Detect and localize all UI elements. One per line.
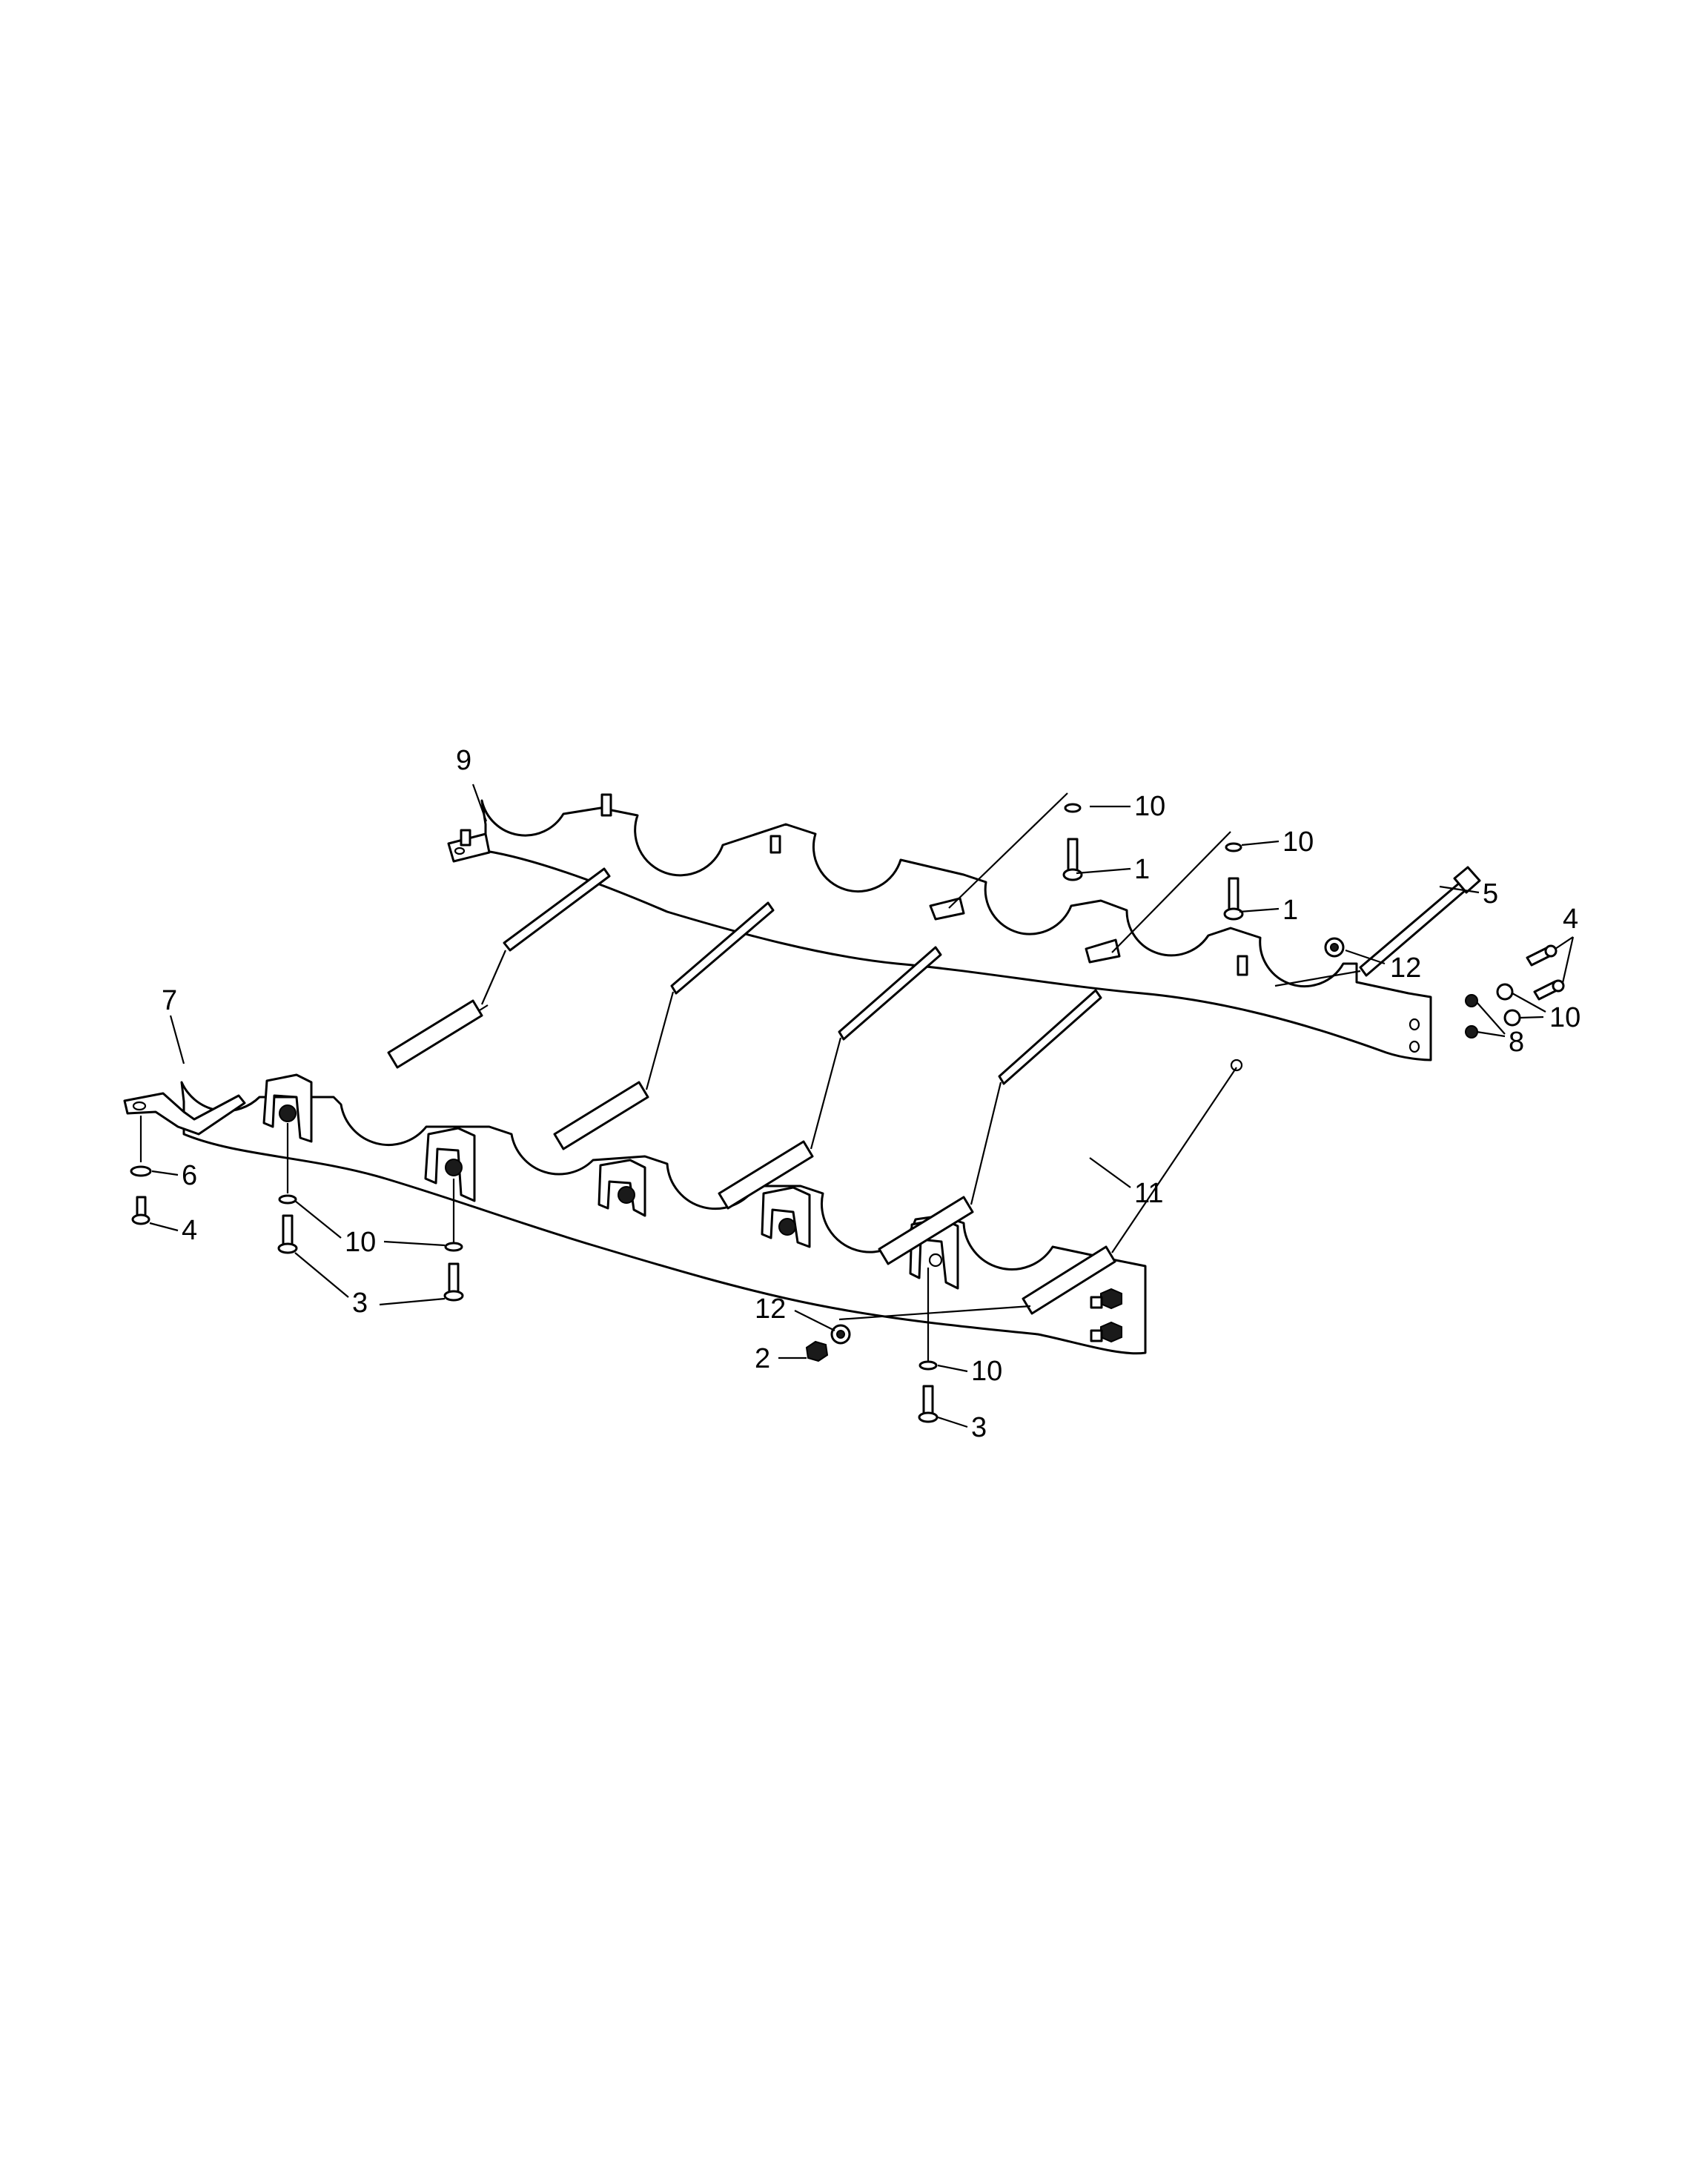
callout-10: 10 bbox=[971, 1356, 1002, 1387]
callout-7: 7 bbox=[162, 985, 177, 1016]
callout-2: 2 bbox=[755, 1343, 770, 1374]
lower-bolt bbox=[918, 1268, 939, 1423]
washer bbox=[1324, 937, 1345, 958]
callout-3: 3 bbox=[352, 1288, 368, 1319]
lower-bolt bbox=[443, 1179, 464, 1302]
lower-bolt bbox=[277, 1123, 298, 1254]
u-bracket bbox=[262, 1073, 313, 1143]
callout-11: 11 bbox=[1134, 1178, 1163, 1209]
callout-10: 10 bbox=[1134, 791, 1165, 822]
callout-6: 6 bbox=[182, 1160, 197, 1191]
nut bbox=[805, 1340, 829, 1362]
callout-9: 9 bbox=[456, 745, 471, 776]
leader-lines bbox=[149, 784, 1575, 1428]
callout-10: 10 bbox=[1282, 827, 1314, 858]
callout-4: 4 bbox=[182, 1215, 197, 1246]
top-bolt bbox=[1223, 842, 1244, 921]
front-frame-rail bbox=[123, 1081, 1147, 1355]
callout-12: 12 bbox=[755, 1294, 786, 1325]
long-bolt bbox=[1274, 866, 1481, 987]
callout-5: 5 bbox=[1483, 878, 1498, 910]
callout-12: 12 bbox=[1390, 953, 1421, 984]
callout-10: 10 bbox=[1549, 1002, 1580, 1033]
callout-10: 10 bbox=[345, 1227, 376, 1258]
u-bracket bbox=[761, 1186, 811, 1248]
callout-labels: 9 10 1 10 1 5 4 12 10 8 7 6 4 10 3 11 12… bbox=[162, 745, 1580, 1443]
washer bbox=[830, 1324, 851, 1345]
u-bracket bbox=[424, 1127, 476, 1202]
callout-1: 1 bbox=[1282, 895, 1298, 926]
callout-8: 8 bbox=[1509, 1027, 1524, 1058]
callout-3: 3 bbox=[971, 1412, 987, 1443]
lower-bolt bbox=[130, 1116, 152, 1225]
cross-rods bbox=[387, 867, 1243, 1321]
top-bolt bbox=[1062, 803, 1083, 881]
rear-frame-rail bbox=[447, 793, 1432, 1061]
fastener-stack-right bbox=[1465, 944, 1565, 1039]
u-bracket bbox=[598, 1159, 646, 1217]
callout-1: 1 bbox=[1134, 854, 1150, 885]
callout-4: 4 bbox=[1563, 904, 1578, 935]
